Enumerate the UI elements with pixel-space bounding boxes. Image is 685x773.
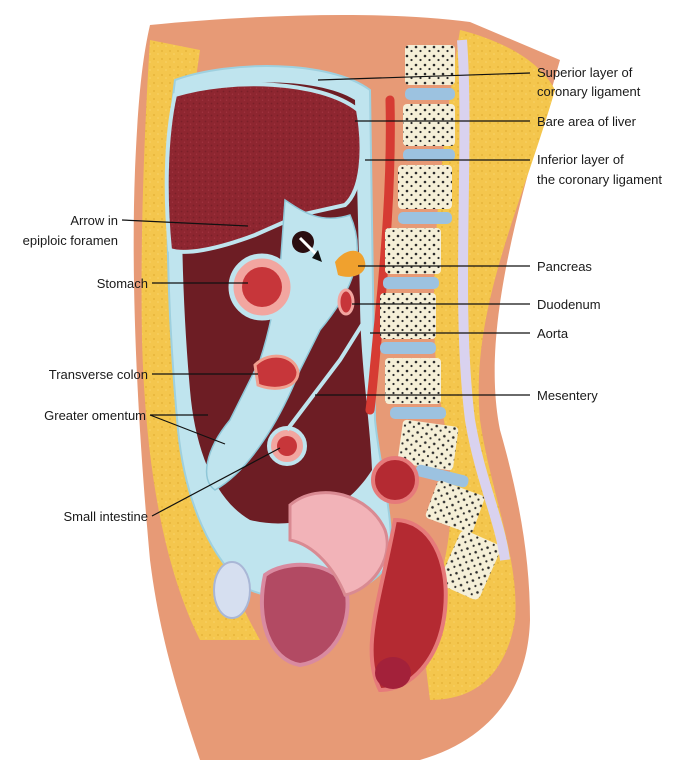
leader-superior-coronary — [317, 72, 531, 81]
transverse-colon — [253, 354, 300, 390]
label-arrow-line1: Arrow in — [70, 213, 118, 228]
spinal-canal — [457, 39, 510, 561]
label-superior-coronary-line2: coronary ligament — [537, 84, 641, 99]
pancreas — [335, 250, 366, 277]
duodenum — [337, 288, 355, 316]
rectum — [369, 517, 448, 693]
leader-greater-omentum-b — [149, 414, 226, 445]
bladder — [259, 562, 350, 668]
lesser-omentum — [205, 198, 359, 491]
label-inferior-coronary-line1: Inferior layer of — [537, 152, 624, 167]
label-aorta: Aorta — [537, 326, 569, 341]
pubic-bone — [213, 561, 251, 619]
label-arrow-line2: epiploic foramen — [23, 233, 118, 248]
spine — [380, 45, 501, 600]
label-mesentery: Mesentery — [537, 388, 598, 403]
uterus — [288, 491, 389, 597]
small-intestine-inner — [277, 436, 297, 456]
label-small-intestine: Small intestine — [63, 509, 148, 524]
liver — [164, 82, 364, 254]
label-bare-area: Bare area of liver — [537, 114, 637, 129]
stomach-inner — [242, 267, 282, 307]
leader-small-intestine — [151, 447, 281, 517]
anal-canal — [375, 657, 411, 689]
label-pancreas: Pancreas — [537, 259, 592, 274]
label-stomach: Stomach — [97, 276, 148, 291]
sigmoid-colon — [371, 456, 419, 504]
fat-layer-back — [420, 30, 555, 700]
label-superior-coronary-line1: Superior layer of — [537, 65, 633, 80]
label-greater-omentum: Greater omentum — [44, 408, 146, 423]
foramen-arrow-head — [312, 250, 322, 262]
foramen-arrow-icon — [298, 236, 320, 258]
label-duodenum: Duodenum — [537, 297, 601, 312]
leader-arrow-epiploic — [121, 219, 249, 227]
label-transverse-colon: Transverse colon — [49, 367, 148, 382]
mesentery — [285, 318, 367, 432]
label-inferior-coronary-line2: the coronary ligament — [537, 172, 662, 187]
